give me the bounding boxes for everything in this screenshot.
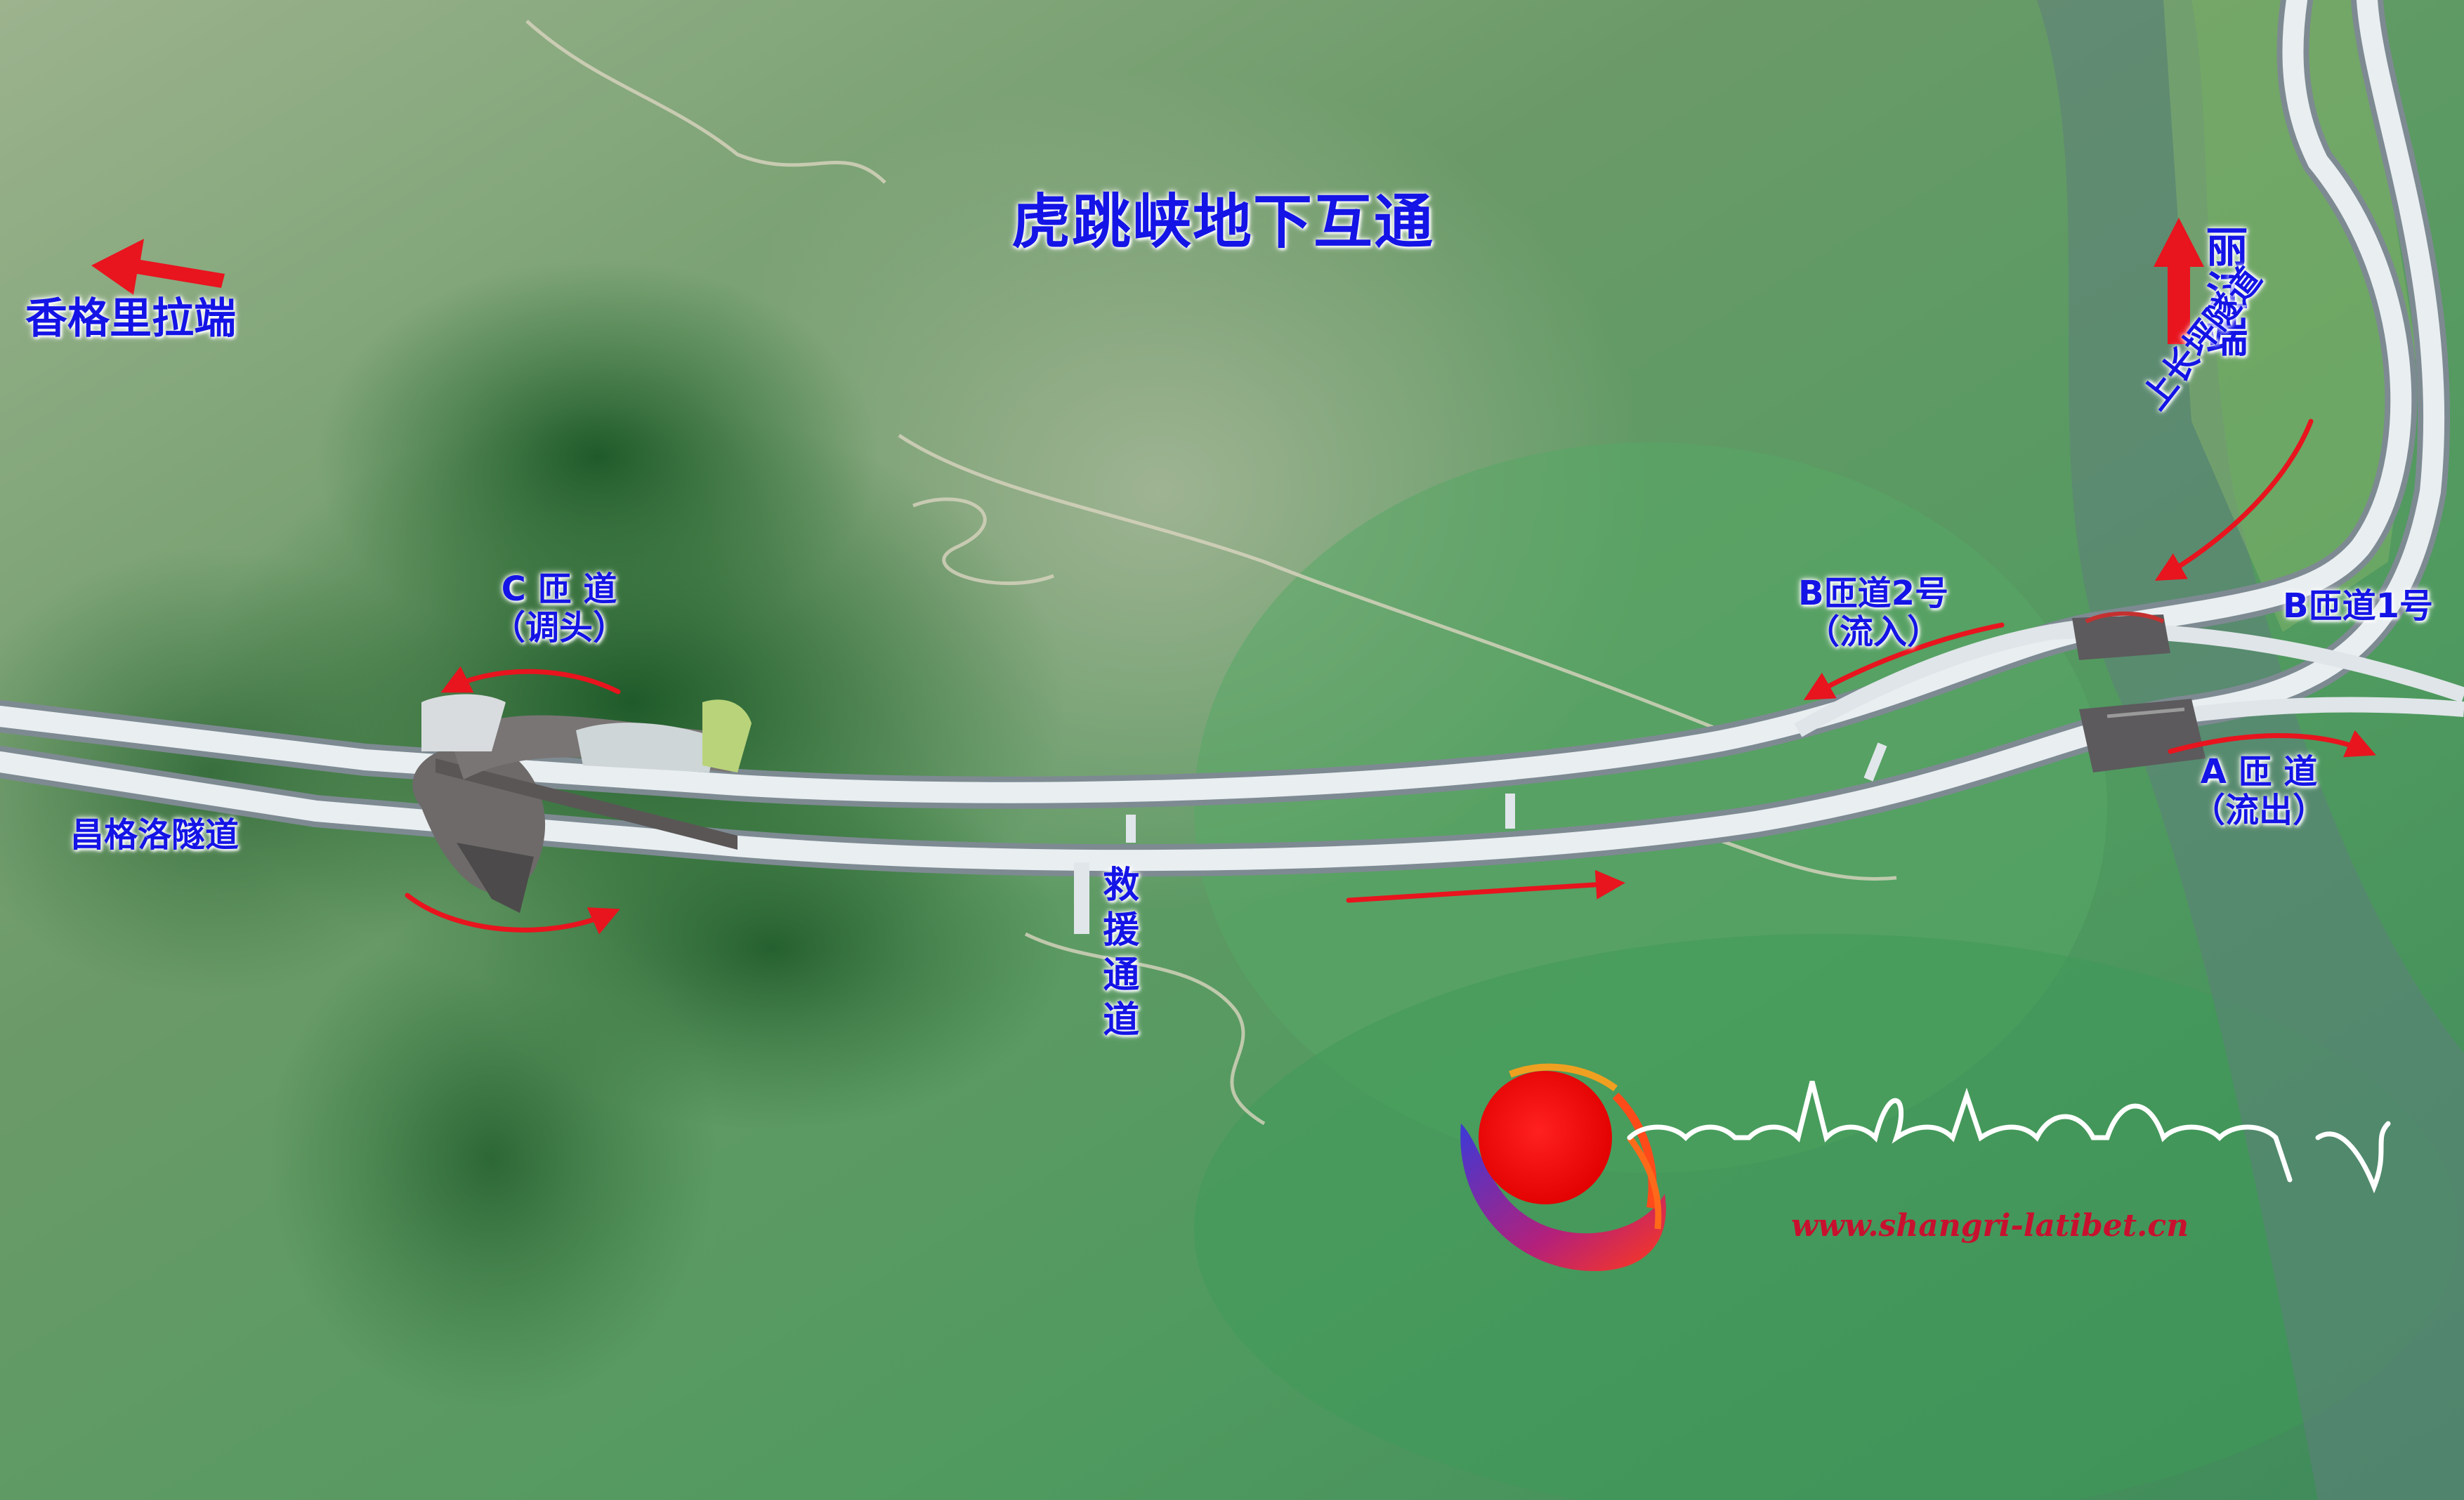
changgeluo-tunnel-label: 昌格洛隧道 bbox=[70, 815, 240, 855]
ramp-c-note: （调头） bbox=[492, 608, 627, 648]
lower-slope bbox=[1194, 934, 2458, 1500]
forest-area bbox=[316, 260, 878, 653]
forest-area bbox=[0, 548, 478, 997]
watermark-url: www.shangri-latibet.cn bbox=[1791, 1208, 2189, 1244]
ramp-a-name: A 匝 道 bbox=[2200, 752, 2318, 791]
logo-emblem bbox=[1460, 1063, 1666, 1271]
ramp-b2-note: （流入） bbox=[1805, 612, 1941, 652]
forest-area bbox=[267, 906, 716, 1412]
flow-arrow-icon bbox=[2154, 419, 2314, 581]
tibetan-script-watermark bbox=[1627, 1081, 2391, 1194]
ramp-a-label: A 匝 道 （流出） bbox=[2191, 752, 2327, 831]
rescue-channel-label: 救援通道 bbox=[1096, 865, 1139, 1045]
flow-arrow-icon bbox=[405, 893, 620, 935]
ramp-b2-name: B匝道2号 bbox=[1798, 574, 1948, 613]
map-title: 虎跳峡地下互通 bbox=[1011, 188, 1435, 256]
flow-arrow-icon bbox=[1803, 622, 2005, 700]
flow-arrow-icon bbox=[1346, 869, 1625, 903]
ramp-b1-label: B匝道1号 bbox=[2283, 586, 2433, 626]
interchange-west bbox=[412, 694, 752, 913]
arrow-up-icon bbox=[2154, 218, 2204, 344]
flow-arrow-icon bbox=[440, 666, 621, 695]
flow-arrows bbox=[405, 419, 2376, 935]
river-gorge bbox=[2037, 0, 2464, 1500]
flow-arrow-icon bbox=[2168, 730, 2376, 758]
ramp-a-note: （流出） bbox=[2191, 791, 2327, 831]
cross-passages bbox=[1126, 742, 1887, 843]
ramp-b2-label: B匝道2号 （流入） bbox=[1798, 574, 1948, 652]
arrow-left-icon bbox=[91, 239, 225, 295]
interchange-east bbox=[2072, 611, 2206, 772]
terraced-fields bbox=[2163, 0, 2416, 632]
ramp-c-name: C 匝 道 bbox=[501, 570, 617, 609]
lijiang-end-label: 丽江端 bbox=[2198, 225, 2248, 360]
shangri-la-end-label: 香格里拉端 bbox=[25, 294, 236, 343]
ramp-c-label: C 匝 道 （调头） bbox=[492, 570, 627, 647]
